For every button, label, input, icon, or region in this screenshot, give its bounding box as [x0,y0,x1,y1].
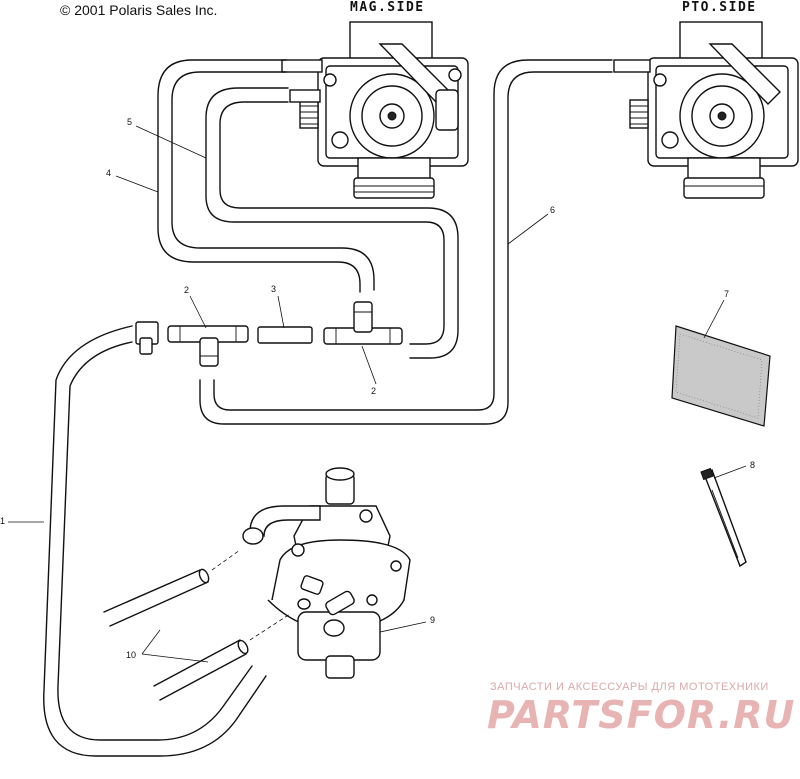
mag-side-label: MAG.SIDE [350,0,425,15]
hose-4 [157,59,375,293]
watermark-brand: PARTSFOR.RU [487,693,796,737]
hose-section-3 [257,326,313,344]
callout-9: 9 [430,615,436,625]
pto-side-label: PTO.SIDE [682,0,757,15]
callout-3: 3 [271,284,277,294]
fuel-pump-9 [242,467,411,679]
cable-tie-8 [700,467,747,568]
t-fitting-left [167,325,249,367]
hoses-10 [103,549,291,701]
callout-2-right: 2 [371,386,377,396]
leader-lines [8,125,747,663]
hose-clamp-fitting [135,321,159,355]
hose-5 [205,87,459,359]
callout-5: 5 [127,117,133,127]
hose-1 [43,325,267,757]
pto-side-carburetor [613,21,799,199]
t-fitting-right [323,301,403,345]
mag-side-carburetor [281,21,469,199]
callout-7: 7 [724,289,730,299]
callout-4: 4 [106,168,112,178]
filter-7 [671,325,771,427]
watermark-tagline: ЗАПЧАСТИ И АКСЕССУАРЫ ДЛЯ МОТОТЕХНИКИ [490,681,769,693]
hose-6 [199,59,613,425]
callout-2-left: 2 [184,285,190,295]
callout-10: 10 [126,650,137,660]
copyright-text: © 2001 Polaris Sales Inc. [60,2,218,18]
callout-1: 1 [0,516,6,526]
callout-6: 6 [550,205,556,215]
callout-8: 8 [750,460,756,470]
